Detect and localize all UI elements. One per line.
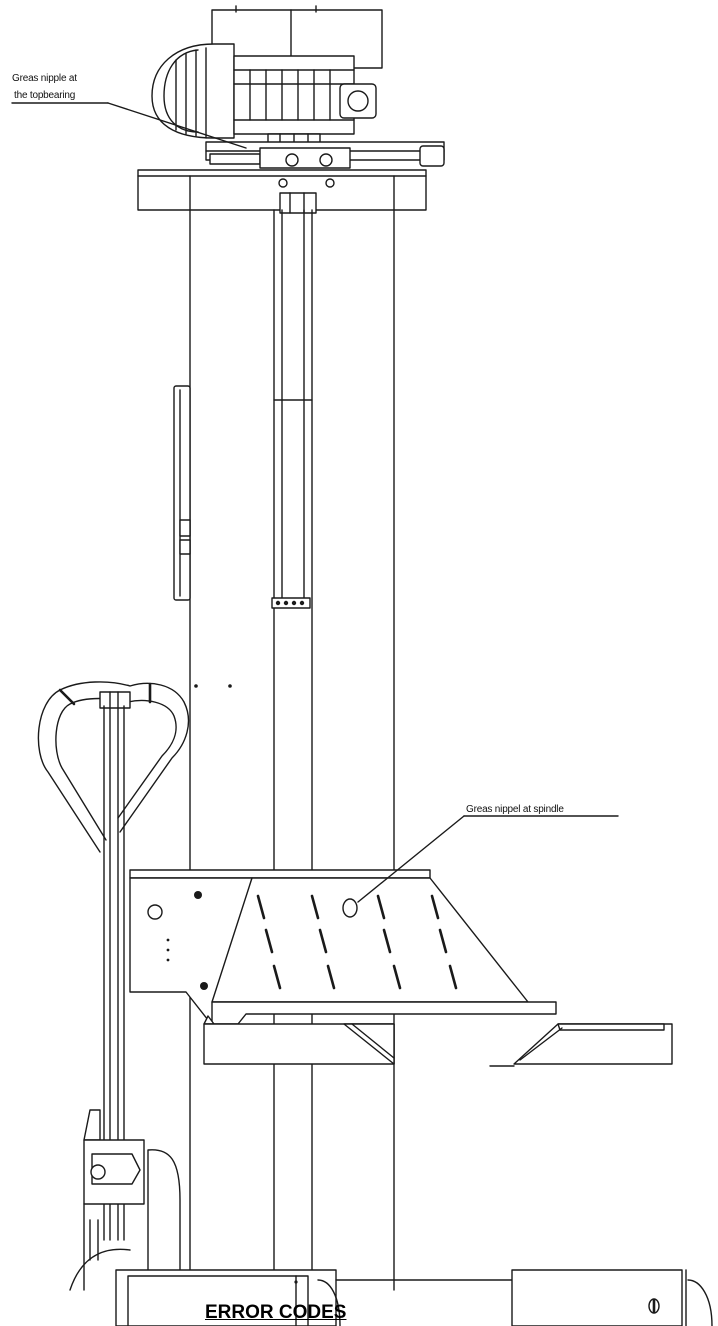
- callout-top-bearing-line2: the topbearing: [14, 90, 75, 101]
- section-heading: ERROR CODES: [205, 1302, 347, 1323]
- fork-carriage: [129, 869, 673, 1067]
- pallet-handle: [37, 681, 190, 1291]
- motor-assembly: [151, 5, 383, 149]
- callout-top-bearing: Greas nipple at the topbearing: [11, 73, 247, 149]
- carriage-slots: [256, 894, 458, 990]
- callout-top-bearing-line1: Greas nipple at: [12, 73, 77, 84]
- mast-columns: [173, 175, 395, 1291]
- base-frame: [115, 1269, 713, 1326]
- callout-spindle-label: Greas nippel at spindle: [466, 804, 564, 815]
- callout-spindle: Greas nippel at spindle: [357, 804, 619, 903]
- top-bearing-plate: [137, 141, 445, 214]
